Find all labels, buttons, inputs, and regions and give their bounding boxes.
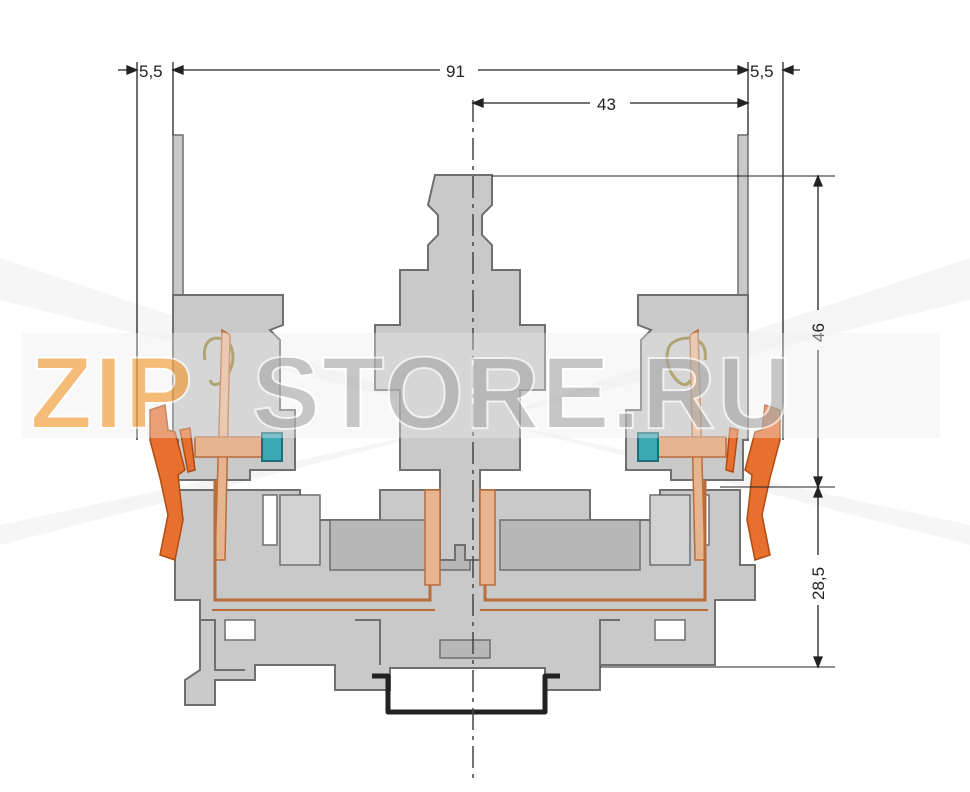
center-fuse-plug bbox=[374, 174, 546, 586]
right-spring-contact bbox=[480, 328, 727, 611]
left-spring-contact bbox=[194, 328, 435, 611]
din-rail bbox=[372, 673, 560, 715]
right-lever bbox=[725, 403, 781, 561]
watermark-grey-text: STORE.RU bbox=[252, 336, 793, 450]
dim-right-margin: 5,5 bbox=[750, 62, 774, 81]
dim-lower-height: 28,5 bbox=[809, 567, 828, 600]
dimension-lines bbox=[118, 62, 835, 669]
dim-total-width: 91 bbox=[446, 62, 465, 81]
dim-upper-height: 46 bbox=[809, 323, 828, 342]
left-lever bbox=[149, 403, 196, 561]
housing-base bbox=[174, 489, 756, 706]
watermark-orange-text: ZIP bbox=[30, 336, 195, 450]
dim-left-margin: 5,5 bbox=[139, 62, 163, 81]
dim-half-width: 43 bbox=[597, 95, 616, 114]
watermark-logo: ZIP STORE.RU bbox=[22, 333, 940, 451]
